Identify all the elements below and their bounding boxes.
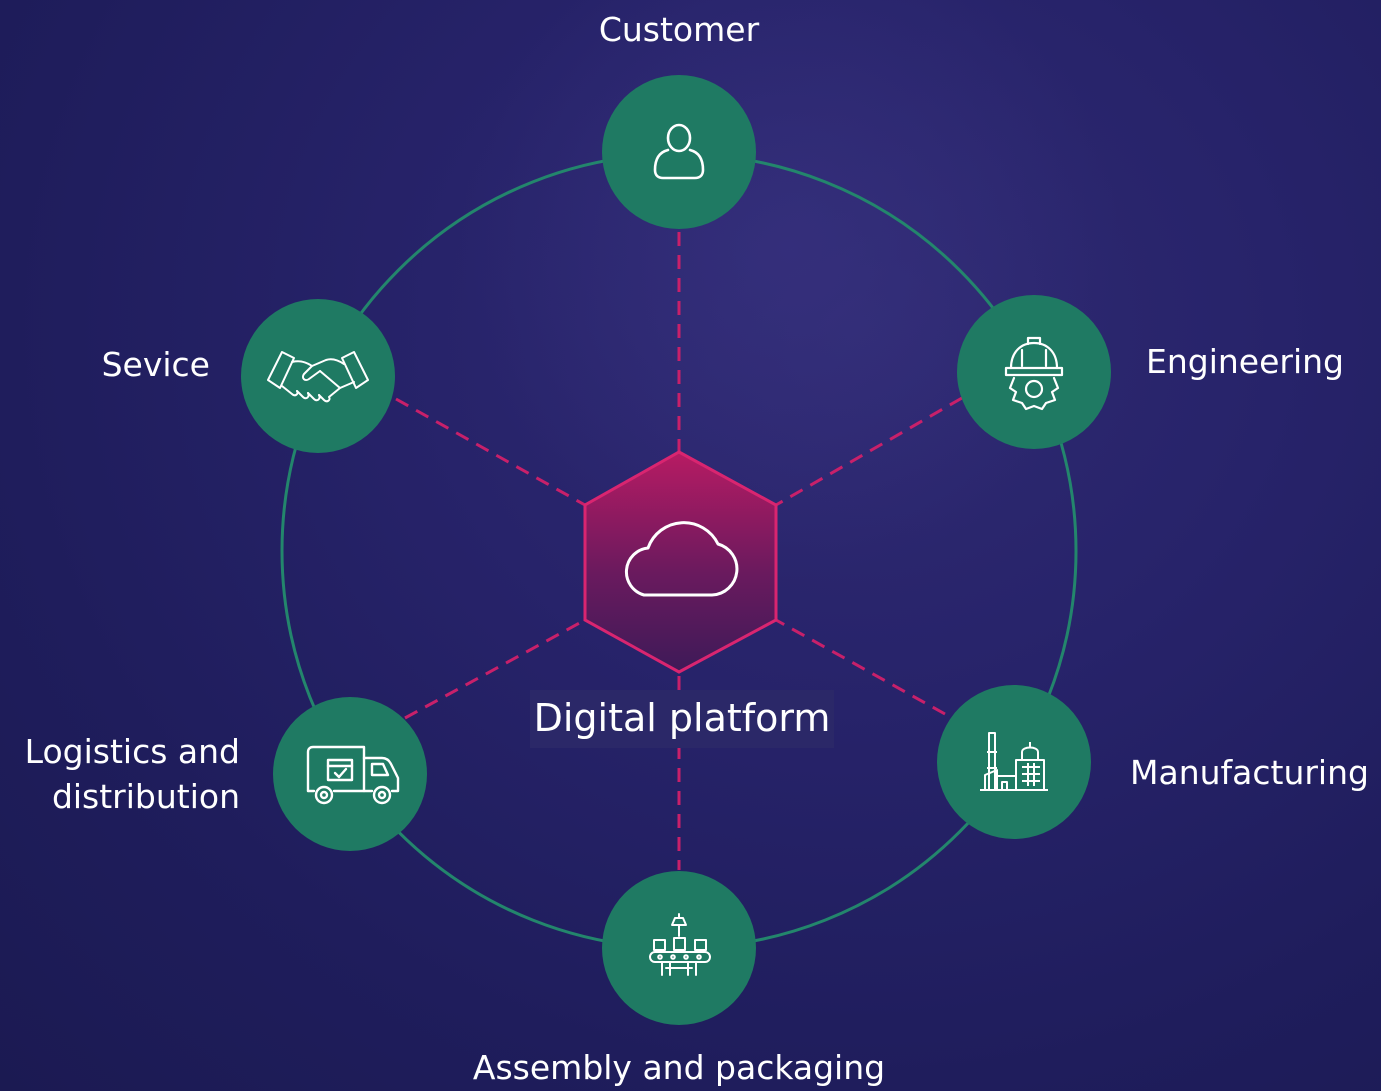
label-logistics-line2: distribution — [51, 777, 240, 816]
cloud-icon — [624, 521, 739, 597]
label-assembly: Assembly and packaging — [472, 1048, 886, 1087]
connector-manufacturing — [775, 618, 946, 716]
node-circle — [957, 295, 1111, 449]
factory-icon — [980, 732, 1048, 791]
conveyor-robot-icon — [649, 913, 711, 976]
label-customer: Customer — [598, 10, 760, 49]
handshake-icon — [267, 351, 369, 403]
node-customer — [602, 75, 756, 229]
user-icon — [653, 123, 705, 180]
node-engineering — [957, 295, 1111, 449]
node-circle — [937, 685, 1091, 839]
engineer-gear-icon — [1004, 336, 1064, 411]
platform-hexagon — [583, 450, 778, 674]
node-logistics — [273, 697, 427, 851]
connector-engineering — [775, 396, 963, 507]
node-circle — [273, 697, 427, 851]
node-manufacturing — [937, 685, 1091, 839]
delivery-truck-icon — [306, 745, 400, 805]
node-circle — [602, 871, 756, 1025]
label-manufacturing: Manufacturing — [1130, 753, 1369, 792]
node-circle — [241, 299, 395, 453]
background-glow — [460, 0, 1120, 580]
label-service: Sevice — [101, 345, 210, 384]
node-assembly — [602, 871, 756, 1025]
node-service — [241, 299, 395, 453]
label-logistics-line1: Logistics and — [24, 732, 240, 771]
label-digital-platform: Digital platform — [530, 690, 834, 748]
connector-logistics — [404, 618, 586, 720]
label-engineering: Engineering — [1146, 342, 1344, 381]
connector-service — [395, 397, 586, 507]
